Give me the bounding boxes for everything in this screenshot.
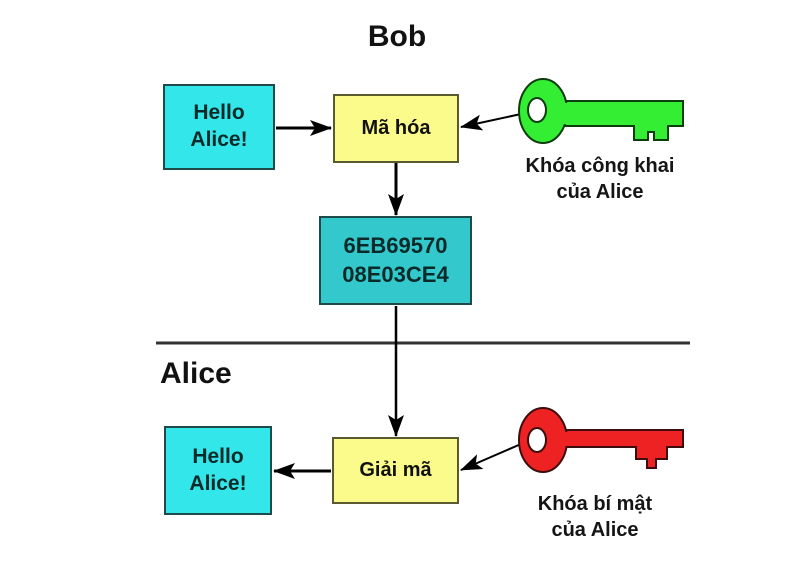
- public-key-icon: [518, 78, 684, 144]
- encrypt-label: Mã hóa: [361, 117, 431, 139]
- arrow-public-key-to-encrypt: [460, 113, 522, 131]
- arrow-private-key-to-decrypt: [460, 443, 522, 471]
- ciphertext-line-2: 08E03CE4: [342, 261, 449, 287]
- plaintext-line-1: Hello: [192, 444, 244, 468]
- alice-section-label: Alice: [160, 357, 232, 390]
- plaintext-line-2: Alice!: [190, 128, 248, 151]
- plaintext-line-2: Alice!: [189, 471, 247, 495]
- bob-section-label: Bob: [367, 20, 427, 53]
- decrypt-label: Giải mã: [359, 459, 432, 481]
- private-key-caption-line-2: của Alice: [551, 518, 639, 541]
- bob-plaintext-box: Hello Alice!: [163, 84, 275, 170]
- alice-plaintext-box: Hello Alice!: [164, 426, 272, 515]
- public-key-caption-line-1: Khóa công khai: [525, 155, 675, 177]
- encrypt-box: Mã hóa: [333, 94, 459, 163]
- ciphertext-box: 6EB69570 08E03CE4: [319, 216, 472, 305]
- ciphertext-line-1: 6EB69570: [343, 233, 448, 259]
- private-key-caption-line-1: Khóa bí mật: [537, 493, 653, 515]
- private-key-icon: [518, 407, 684, 473]
- private-key-caption: Khóa bí mật của Alice: [500, 492, 690, 543]
- decrypt-box: Giải mã: [332, 437, 459, 504]
- public-key-caption: Khóa công khai của Alice: [500, 154, 700, 205]
- public-key-caption-line-2: của Alice: [556, 180, 644, 203]
- plaintext-line-1: Hello: [193, 101, 245, 125]
